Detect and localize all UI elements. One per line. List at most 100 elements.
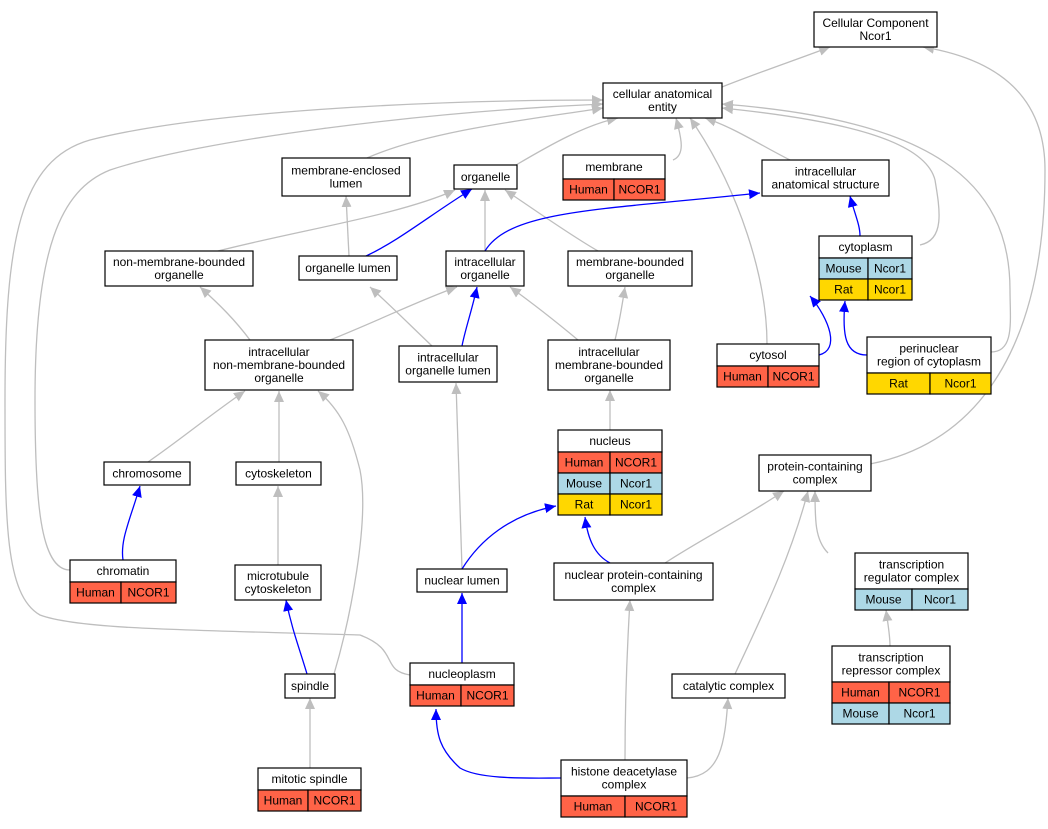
- edge-hdac-part-of-nucleoplasm: [431, 708, 562, 779]
- edge-trc-to-pcc: [810, 490, 829, 554]
- gene-cell: [911, 588, 969, 611]
- gene-cell: [624, 795, 688, 818]
- gene-label: NCOR1: [466, 689, 508, 703]
- gene-label: Ncor1: [620, 498, 652, 512]
- node-label: organelle: [584, 371, 634, 385]
- edge-iol-part-of-io: [461, 286, 480, 347]
- node-olumen[interactable]: organelle lumen: [298, 255, 398, 281]
- node-label: regulator complex: [864, 571, 959, 585]
- species-label: Human: [569, 183, 608, 197]
- edge-catalytic-to-pcc: [734, 490, 811, 675]
- node-label: transcription: [879, 558, 944, 572]
- edge-ias-to-cae: [704, 116, 791, 161]
- edge-npcc-part-of-nucleus: [581, 516, 611, 564]
- node-label: nucleus: [589, 434, 630, 448]
- node-label: intracellular: [795, 165, 856, 179]
- node-box: [235, 461, 322, 486]
- node-label: organelle lumen: [405, 364, 490, 378]
- edge-mbo-to-organelle: [504, 189, 599, 252]
- gene-label: NCOR1: [127, 586, 169, 600]
- edge-perinuclear-part-of-cytoplasm: [839, 300, 868, 356]
- node-label: complex: [793, 473, 838, 487]
- node-box: [398, 345, 498, 383]
- node-label: complex: [611, 581, 656, 595]
- node-box: [813, 11, 938, 48]
- node-box: [761, 159, 890, 197]
- node-label: non-membrane-bounded: [113, 255, 245, 269]
- node-label: membrane-bounded: [555, 358, 663, 372]
- gene-label: NCOR1: [615, 456, 657, 470]
- edge-perinuclear-to-cae: [721, 99, 1012, 353]
- node-label: lumen: [330, 177, 363, 191]
- node-box: [284, 673, 336, 699]
- gene-cell: [929, 372, 992, 395]
- node-chromosome[interactable]: chromosome: [103, 461, 191, 486]
- edge-npcc-to-pcc: [664, 490, 785, 564]
- edge-cytoplasm-part-of-ias: [847, 195, 861, 237]
- node-label: chromatin: [97, 564, 150, 578]
- node-box: [104, 250, 254, 287]
- node-inmbo[interactable]: intracellularnon-membrane-boundedorganel…: [204, 339, 354, 391]
- node-nlumen[interactable]: nuclear lumen: [416, 568, 508, 593]
- edge-hdac-to-npcc: [624, 599, 635, 761]
- node-box: [866, 336, 992, 374]
- node-catalytic[interactable]: catalytic complex: [671, 673, 786, 699]
- edge-chromatin-to-cae: [34, 99, 604, 571]
- node-label: cytoplasm: [838, 240, 892, 254]
- node-label: membrane: [585, 160, 643, 174]
- node-box: [547, 339, 671, 391]
- species-label: Rat: [834, 283, 853, 297]
- node-spindle[interactable]: spindle: [284, 673, 336, 699]
- node-label: organelle: [461, 170, 511, 184]
- gene-cell: [460, 684, 515, 707]
- edge-organelle-to-cae: [515, 115, 619, 166]
- node-box: [854, 552, 969, 590]
- node-label: organelle: [254, 371, 304, 385]
- node-label: cytoskeleton: [245, 582, 312, 596]
- species-label: Rat: [889, 377, 908, 391]
- gene-label: NCOR1: [313, 794, 355, 808]
- species-label: Mouse: [825, 262, 861, 276]
- species-label: Human: [76, 586, 115, 600]
- node-label: nucleoplasm: [428, 667, 495, 681]
- node-label: non-membrane-bounded: [213, 358, 345, 372]
- node-label: chromosome: [112, 467, 182, 481]
- species-label: Human: [841, 686, 880, 700]
- node-label: organelle: [154, 268, 204, 282]
- node-box: [602, 82, 723, 119]
- species-label: Human: [565, 456, 604, 470]
- node-label: Ncor1: [859, 29, 891, 43]
- edge-nmbo-to-organelle: [217, 189, 456, 252]
- node-organelle[interactable]: organelle: [453, 164, 518, 190]
- gene-label: Ncor1: [874, 262, 906, 276]
- node-label: perinuclear: [899, 342, 958, 356]
- edge-membrane-to-cae: [672, 117, 684, 161]
- node-box: [416, 568, 508, 593]
- node-cytoskeleton[interactable]: cytoskeleton: [235, 461, 322, 486]
